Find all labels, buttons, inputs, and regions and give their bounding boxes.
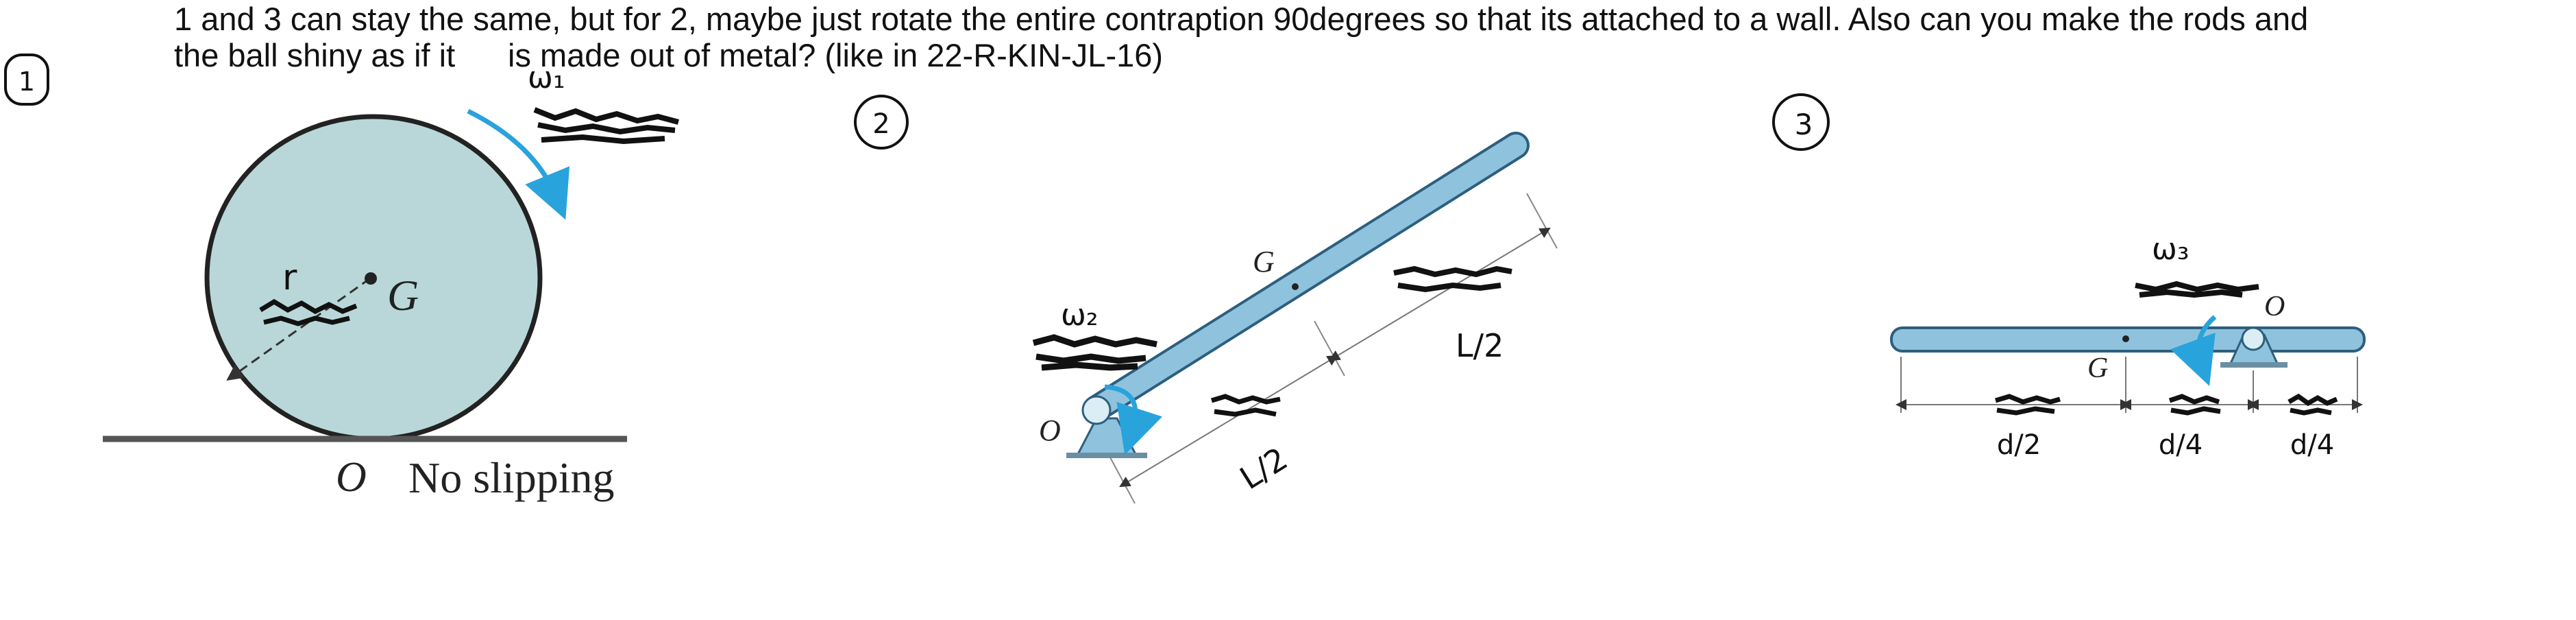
horizontal-pivot-base — [2220, 362, 2287, 368]
dim-upper-line — [1329, 227, 1551, 361]
figure-1: 1 G r ω₁ O No slipping — [4, 53, 680, 502]
note-line-1: 1 and 3 can stay the same, but for 2, ma… — [174, 1, 2309, 37]
center-label: G — [387, 271, 419, 320]
pivot-base — [1066, 453, 1147, 458]
note-line-2b: is made out of metal? (like in 22-R-KIN-… — [508, 37, 1164, 73]
scribble-omega-2 — [1032, 334, 1157, 371]
dim-lower-line — [1119, 355, 1338, 488]
dim-left-value: d/2 — [1997, 429, 2041, 461]
no-slipping-caption: No slipping — [408, 453, 614, 502]
figure-3-marker: 3 — [1772, 93, 1830, 151]
figure-2-marker: 2 — [854, 95, 909, 150]
figure-2-number: 2 — [872, 108, 890, 140]
horizontal-rod-center-point — [2122, 335, 2129, 342]
omega-2-arrow — [1104, 384, 1163, 455]
dim-right-label: d/4 — [2290, 429, 2334, 461]
figure-1-number: 1 — [19, 67, 35, 97]
horizontal-rod-center-label: G — [2087, 353, 2108, 384]
rod-center-point — [1292, 283, 1299, 290]
dim-middle-value: d/4 — [2159, 429, 2203, 461]
radius-line — [226, 277, 371, 381]
scribble-radius — [259, 298, 358, 326]
pivot-pin — [1081, 395, 1112, 425]
figure-3: 3 G O ω₃ d/2 d/4 d/4 — [1772, 93, 2366, 461]
note-line-2a: the ball shiny as if it — [174, 37, 456, 73]
dim-left-label: d/2 — [1997, 429, 2041, 461]
pivot-label: O — [1039, 414, 1061, 447]
scribble-lower-length — [1210, 394, 1281, 417]
omega-3-label: ω₃ — [2152, 232, 2189, 267]
horizontal-pivot-pin — [2241, 326, 2266, 351]
rod-center-label: G — [1253, 245, 1275, 278]
scribble-omega-1 — [533, 107, 680, 145]
scribble-dim-right — [2287, 393, 2338, 416]
scribble-upper-length — [1393, 265, 1512, 293]
figure-2: 2 G O ω₂ L/2 L/2 — [854, 95, 1558, 504]
horizontal-pivot-label: O — [2264, 291, 2285, 322]
slender-rod-fill — [1085, 134, 1527, 420]
scribble-omega-3 — [2135, 281, 2259, 298]
scribble-dim-left — [1994, 394, 2061, 416]
dim-upper-extension — [1526, 193, 1558, 249]
half-length-upper-label: L/2 — [1456, 327, 1504, 364]
omega-1-label: ω₁ — [528, 60, 565, 95]
omega-1-arrow — [467, 108, 570, 220]
figure-3-number: 3 — [1795, 108, 1813, 141]
pivot-support — [1075, 417, 1138, 457]
figure-1-marker: 1 — [4, 53, 49, 106]
center-point — [365, 272, 377, 285]
radius-label: r — [282, 257, 297, 298]
scribble-dim-middle — [2168, 394, 2221, 416]
omega-3-arrow — [2170, 315, 2217, 386]
omega-2-label: ω₂ — [1061, 298, 1098, 333]
dim-right-value: d/4 — [2290, 429, 2334, 461]
contact-label: O — [336, 454, 367, 501]
half-length-lower-label: L/2 — [1234, 440, 1294, 497]
dim-middle-label: d/4 — [2159, 429, 2203, 461]
